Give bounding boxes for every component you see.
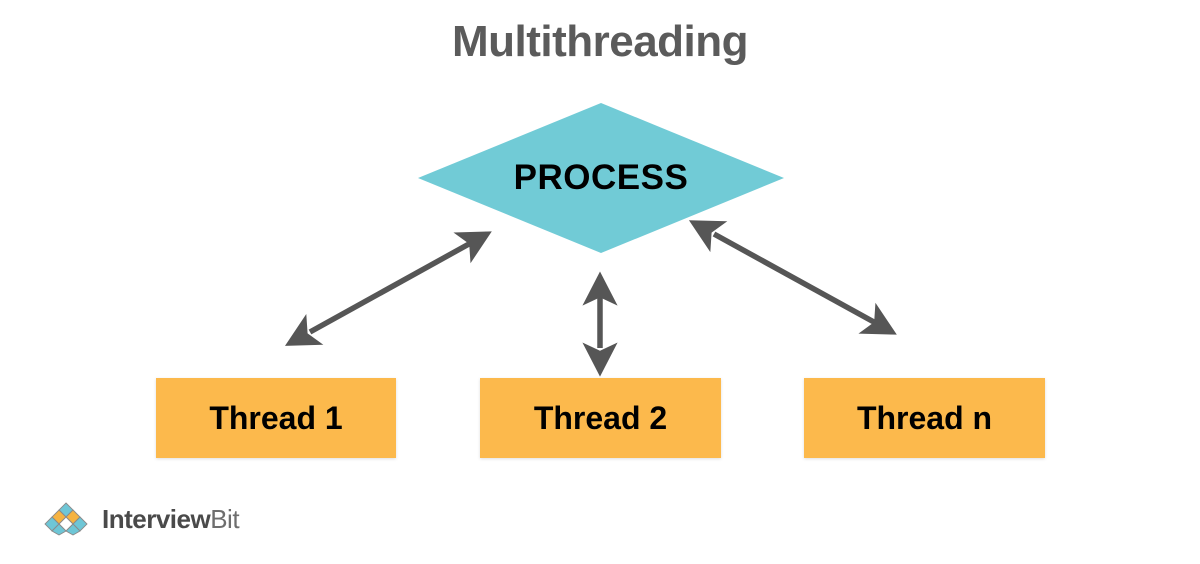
logo-text-secondary: Bit (210, 504, 240, 534)
thread-label: Thread 2 (533, 399, 668, 436)
logo-text-primary: Interview (102, 504, 211, 534)
thread-node-1[interactable]: Thread 1 (156, 378, 396, 458)
interviewbit-logo-text: InterviewBit (102, 504, 240, 534)
process-node[interactable]: PROCESS (418, 103, 784, 253)
interviewbit-logo[interactable]: InterviewBit (40, 498, 240, 540)
thread-label: Thread n (856, 399, 993, 436)
interviewbit-logo-mark-icon (44, 502, 88, 536)
thread-node-2[interactable]: Thread 2 (480, 378, 721, 458)
thread-label: Thread 1 (209, 399, 343, 436)
process-label: PROCESS (513, 158, 689, 197)
page-title: Multithreading (451, 17, 749, 66)
thread-node-n[interactable]: Thread n (804, 378, 1045, 458)
